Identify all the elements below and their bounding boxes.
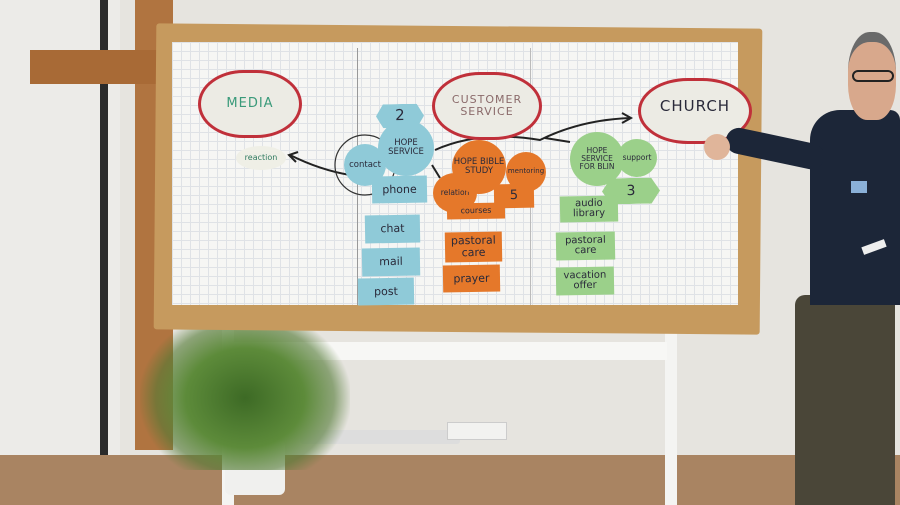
cloud-media: MEDIA [198,70,302,138]
church-label: CHURCH [659,97,731,115]
presenter-glasses [852,70,894,82]
outlet [447,422,507,440]
blue-item: mail [361,247,421,277]
presenter-hand [704,134,730,160]
orange-item: prayer [442,264,501,293]
black-pole [100,0,108,455]
reaction-note: reaction [236,146,286,170]
arrow-head [287,151,299,163]
presenter-name-badge [851,181,867,193]
blue-item: chat [364,214,421,244]
arrow-to-reaction [289,154,351,176]
easel-leg-right [665,320,677,505]
customer-service-label: CUSTOMER SERVICE [451,93,523,118]
green-item: pastoral care [555,231,616,261]
blue-item: post [357,277,415,306]
green-title: HOPE SERVICE FOR BLIN [570,132,624,186]
arrow-to-green [544,137,571,143]
arrow-to-church [434,117,631,151]
green-item: audio library [559,195,619,223]
orange-item: pastoral care [444,231,503,263]
presenter-torso [810,110,900,305]
arrow-down-orange [431,164,441,179]
arrow-head [621,112,634,124]
media-label: MEDIA [226,96,274,112]
green-support: support [617,139,657,177]
presenter-legs [795,295,895,505]
cloud-customer-service: CUSTOMER SERVICE [432,72,542,140]
plant-leaves [140,310,350,470]
orange-courses: courses [446,202,506,220]
blue-title: HOPE SERVICE [378,120,434,176]
blue-item: phone [371,175,428,204]
green-item: vacation offer [555,266,615,296]
